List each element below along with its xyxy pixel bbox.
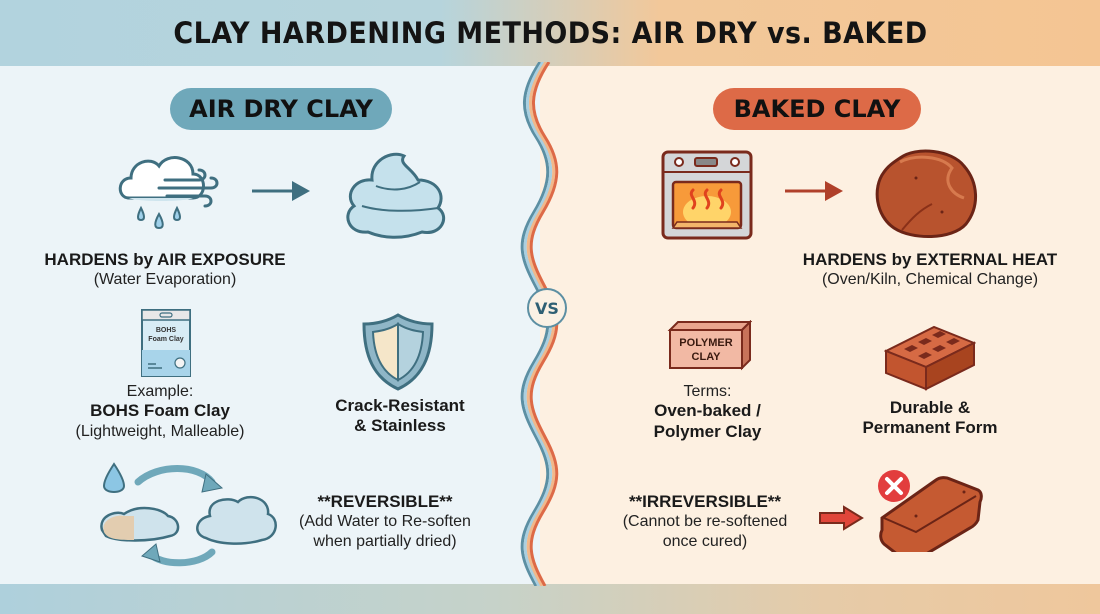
- shield-icon: [362, 313, 434, 391]
- page-title: CLAY HARDENING METHODS: AIR DRY vs. BAKE…: [172, 16, 928, 50]
- baked-clay-label: BAKED CLAY: [713, 88, 921, 130]
- example-name: BOHS Foam Clay: [90, 401, 230, 421]
- air-process-title: HARDENS by AIR EXPOSURE: [44, 250, 286, 269]
- air-property-caption: Crack-Resistant & Stainless: [310, 396, 490, 437]
- svg-text:BOHS: BOHS: [156, 327, 177, 334]
- air-reversibility-caption: **REVERSIBLE** (Add Water to Re-soften w…: [290, 492, 480, 551]
- baked-process-title: HARDENS by EXTERNAL HEAT: [802, 250, 1058, 269]
- terms-line2: Polymer Clay: [653, 421, 762, 441]
- baked-reversibility-caption: **IRREVERSIBLE** (Cannot be re-softened …: [610, 492, 800, 551]
- arrow-right-icon: [785, 181, 843, 201]
- footer-band: [0, 584, 1100, 614]
- arrow-right-icon: [819, 505, 864, 531]
- header-banner: CLAY HARDENING METHODS: AIR DRY vs. BAKE…: [0, 0, 1100, 66]
- irreversible-line2: once cured): [662, 532, 748, 550]
- baked-property-line2: Permanent Form: [862, 418, 998, 438]
- brick-icon: [884, 325, 976, 391]
- baked-property-line1: Durable &: [889, 398, 971, 417]
- baked-panel: [540, 66, 1100, 584]
- oven-icon: [661, 150, 753, 240]
- baked-clay-rock-icon: [875, 149, 978, 238]
- air-example-caption: Example: BOHS Foam Clay (Lightweight, Ma…: [60, 382, 260, 441]
- air-dry-panel: [0, 66, 560, 584]
- baked-property-caption: Durable & Permanent Form: [840, 398, 1020, 439]
- air-process-subtitle: (Water Evaporation): [93, 271, 237, 289]
- reversible-line2: when partially dried): [313, 532, 457, 550]
- example-detail: (Lightweight, Malleable): [75, 422, 245, 440]
- block-line1: POLYMER: [679, 337, 732, 349]
- hardened-brick-x-icon: [878, 470, 983, 552]
- baked-process-caption: HARDENS by EXTERNAL HEAT (Oven/Kiln, Che…: [795, 250, 1065, 290]
- air-process-caption: HARDENS by AIR EXPOSURE (Water Evaporati…: [30, 250, 300, 290]
- air-property-line2: & Stainless: [354, 416, 446, 436]
- baked-process-subtitle: (Oven/Kiln, Chemical Change): [821, 271, 1039, 289]
- polymer-clay-block-icon: POLYMER CLAY: [667, 320, 752, 371]
- irreversible-line1: (Cannot be re-softened: [622, 513, 788, 531]
- cloud-wind-rain-icon: [118, 156, 219, 230]
- clay-package-icon: BOHS Foam Clay: [141, 309, 191, 377]
- terms-prefix: Terms:: [683, 383, 732, 400]
- water-cycle-icon: [100, 462, 277, 567]
- example-prefix: Example:: [126, 383, 194, 400]
- air-property-line1: Crack-Resistant: [335, 396, 465, 415]
- irreversible-title: **IRREVERSIBLE**: [628, 492, 782, 511]
- vs-badge: VS: [527, 288, 567, 328]
- block-line2: CLAY: [692, 351, 722, 363]
- reversible-title: **REVERSIBLE**: [317, 492, 453, 511]
- soft-clay-blob-icon: [346, 152, 445, 239]
- svg-text:Foam Clay: Foam Clay: [148, 336, 184, 343]
- terms-line1: Oven-baked /: [654, 401, 761, 421]
- air-dry-label: AIR DRY CLAY: [170, 88, 392, 130]
- reversible-line1: (Add Water to Re-soften: [299, 513, 471, 531]
- arrow-right-icon: [252, 181, 310, 201]
- baked-terms-caption: Terms: Oven-baked / Polymer Clay: [615, 382, 800, 442]
